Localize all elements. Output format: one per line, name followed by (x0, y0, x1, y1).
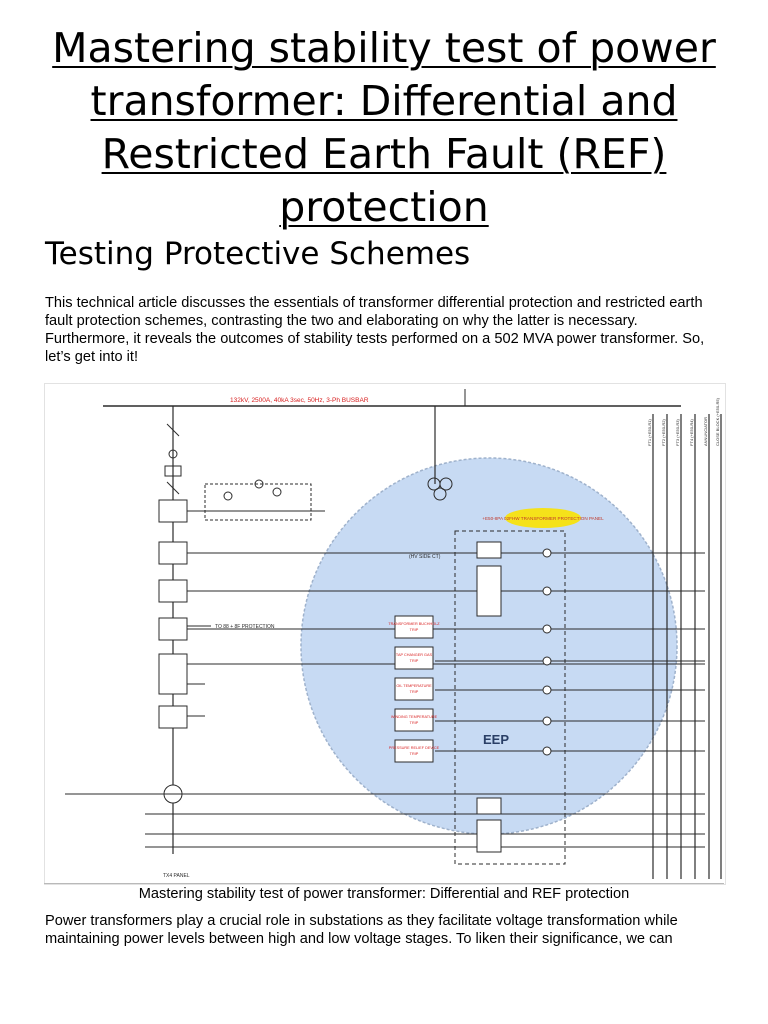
tx-panel-label: TX4 PANEL (163, 873, 190, 879)
article-title: Mastering stability test of power transf… (52, 24, 716, 231)
busbar-label: 132kV, 2500A, 40kA 3sec, 50Hz, 3-Ph BUSB… (230, 397, 369, 404)
panel-label: +E50-8PA 02FHW TRANSFORMER PROTECTION PA… (482, 516, 604, 521)
article-subtitle: Testing Protective Schemes (45, 236, 471, 272)
trip-box (394, 708, 434, 732)
eep-watermark: EEP (483, 732, 509, 747)
protection-note: TO 88 + 8F PROTECTION (215, 624, 275, 630)
lv-side-label: (HV SIDE CT) (409, 554, 441, 560)
right-column-label: FT2 (+E50-R2) (661, 419, 666, 446)
body-paragraph: Power transformers play a crucial role i… (45, 913, 678, 947)
intro-paragraph: This technical article discusses the ess… (45, 295, 705, 365)
right-column-label: ANNUNCIATOR (703, 417, 708, 446)
right-column-label: FT4 (+E50-R4) (689, 419, 694, 446)
right-column-label: FT1 (+E50-R1) (647, 419, 652, 446)
trip-box (394, 615, 434, 639)
trip-box (394, 646, 434, 670)
trip-box (394, 739, 434, 763)
schematic-figure: 132kV, 2500A, 40kA 3sec, 50Hz, 3-Ph BUSB… (44, 383, 726, 885)
right-column-label: FT3 (+E50-R3) (675, 419, 680, 446)
figure-caption: Mastering stability test of power transf… (44, 883, 724, 903)
trip-box (394, 677, 434, 701)
right-column-label: CLOSE BLOCK (+E50-R5) (715, 397, 720, 446)
highlight-circle (300, 457, 678, 835)
